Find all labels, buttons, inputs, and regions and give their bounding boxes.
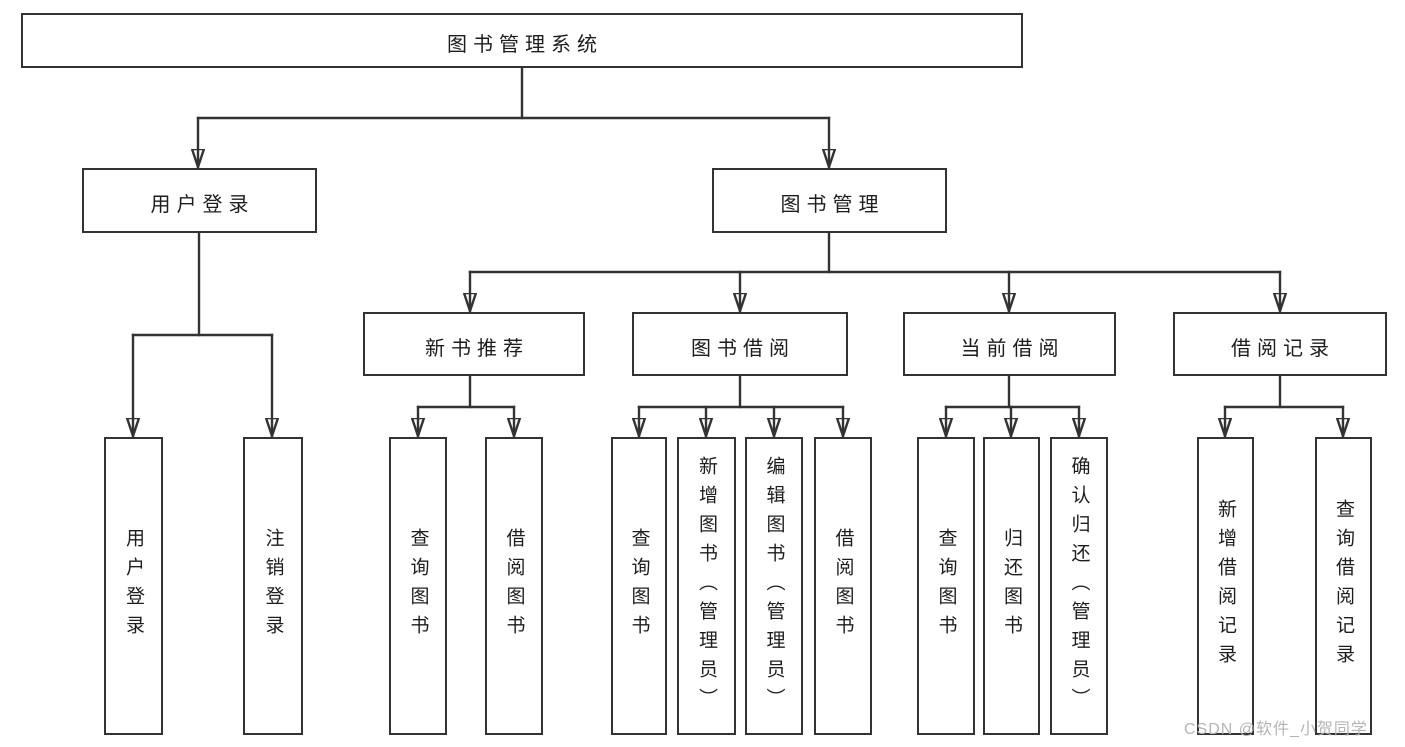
node-logout-leaf: 注销登录 — [243, 437, 303, 735]
node-return-books: 归还图书 — [983, 437, 1040, 735]
node-add-books-admin: 新增图书（管理员） — [677, 437, 736, 735]
node-add-borrow-record: 新增借阅记录 — [1197, 437, 1254, 735]
node-current-borrow: 当前借阅 — [903, 312, 1116, 376]
node-book-management: 图书管理 — [712, 168, 947, 233]
node-user-login: 用户登录 — [82, 168, 317, 233]
node-borrow-records: 借阅记录 — [1173, 312, 1387, 376]
node-confirm-return-admin: 确认归还（管理员） — [1050, 437, 1108, 735]
connector-lines — [133, 66, 1343, 436]
node-query-books-recommend: 查询图书 — [389, 437, 447, 735]
node-new-book-recommend: 新书推荐 — [363, 312, 585, 376]
node-query-books-borrow: 查询图书 — [611, 437, 667, 735]
node-root: 图书管理系统 — [21, 13, 1023, 68]
node-query-borrow-record: 查询借阅记录 — [1315, 437, 1372, 735]
watermark: CSDN @软件_小贺同学 — [1184, 721, 1368, 738]
node-borrow-books-leaf: 借阅图书 — [814, 437, 872, 735]
node-edit-books-admin: 编辑图书（管理员） — [745, 437, 803, 735]
node-book-borrow: 图书借阅 — [632, 312, 848, 376]
node-borrow-books-recommend: 借阅图书 — [485, 437, 543, 735]
node-user-login-leaf: 用户登录 — [104, 437, 163, 735]
node-query-books-current: 查询图书 — [917, 437, 975, 735]
